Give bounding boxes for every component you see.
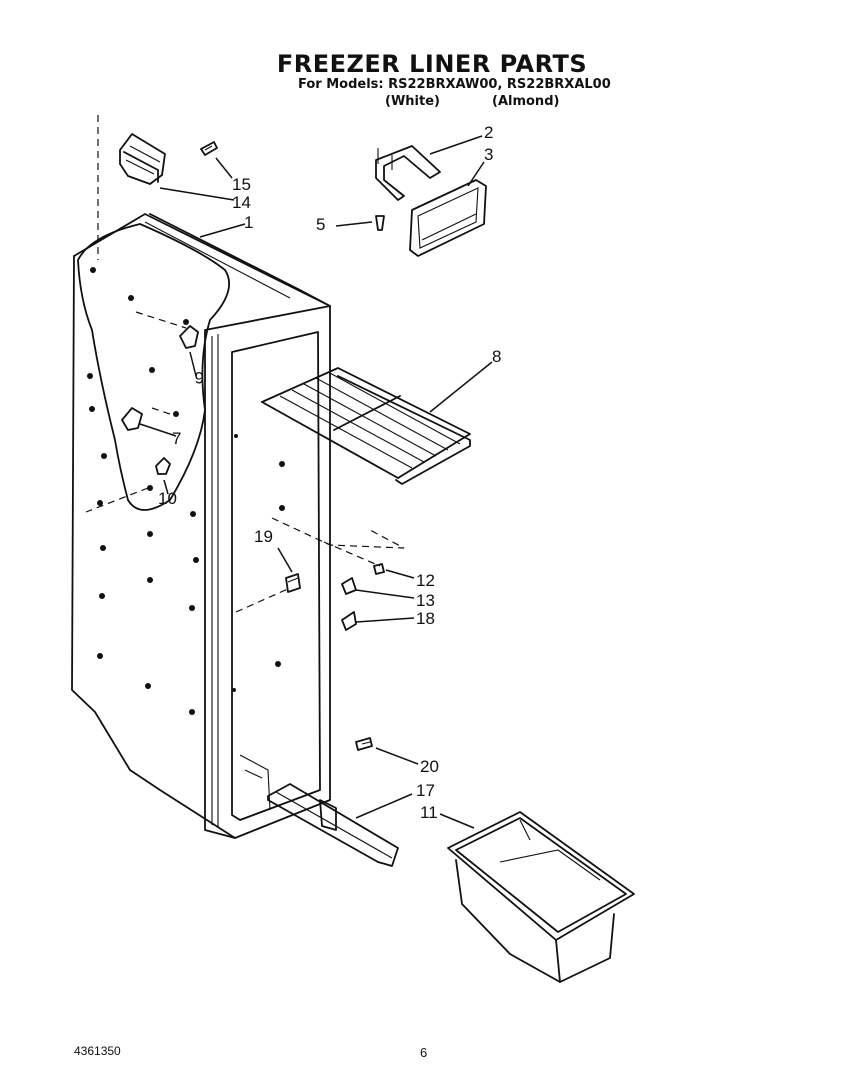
callout-10: 10 — [158, 489, 177, 508]
callout-5: 5 — [316, 215, 325, 234]
callout-12: 12 — [416, 571, 435, 590]
freezer-liner-part-1 — [71, 115, 405, 839]
callout-11: 11 — [420, 803, 438, 822]
screw-part-5 — [375, 215, 385, 231]
color-almond-label: (Almond) — [492, 94, 560, 109]
screw-part-15 — [200, 141, 218, 156]
clip-part-6 — [179, 325, 199, 349]
callout-14: 14 — [232, 193, 251, 212]
bin-part-11 — [447, 811, 635, 983]
screw-part-20 — [355, 737, 373, 751]
callout-labels: 1 2 3 5 6 7 8 10 11 12 13 14 15 17 18 19… — [158, 123, 501, 822]
page-title: FREEZER LINER PARTS — [276, 50, 588, 78]
clip-part-10 — [155, 457, 171, 475]
callout-7: 7 — [172, 429, 181, 448]
callout-13: 13 — [416, 591, 435, 610]
support-part-13 — [341, 577, 357, 595]
bracket-part-2 — [375, 145, 441, 201]
models-subtitle: For Models: RS22BRXAW00, RS22BRXAL00 — [298, 77, 611, 92]
support-part-18 — [341, 611, 357, 631]
clip-part-7 — [121, 407, 143, 431]
support-part-12 — [373, 563, 385, 575]
callout-19: 19 — [254, 527, 273, 546]
callout-15: 15 — [232, 175, 251, 194]
leader-lines — [139, 135, 493, 829]
wire-shelf-part-8 — [261, 367, 471, 485]
callout-18: 18 — [416, 609, 435, 628]
light-shield-part-3 — [409, 179, 487, 257]
callout-3: 3 — [484, 145, 493, 164]
bracket-part-14 — [119, 133, 166, 185]
callout-8: 8 — [492, 347, 501, 366]
callout-17: 17 — [416, 781, 435, 800]
rail-part-17 — [267, 783, 399, 867]
page-number: 6 — [420, 1045, 428, 1060]
clip-part-19 — [285, 573, 301, 593]
callout-6: 6 — [195, 368, 204, 387]
document-number: 4361350 — [74, 1044, 121, 1058]
callout-2: 2 — [484, 123, 493, 142]
color-white-label: (White) — [385, 94, 440, 109]
callout-20: 20 — [420, 757, 439, 776]
callout-1: 1 — [244, 213, 253, 232]
